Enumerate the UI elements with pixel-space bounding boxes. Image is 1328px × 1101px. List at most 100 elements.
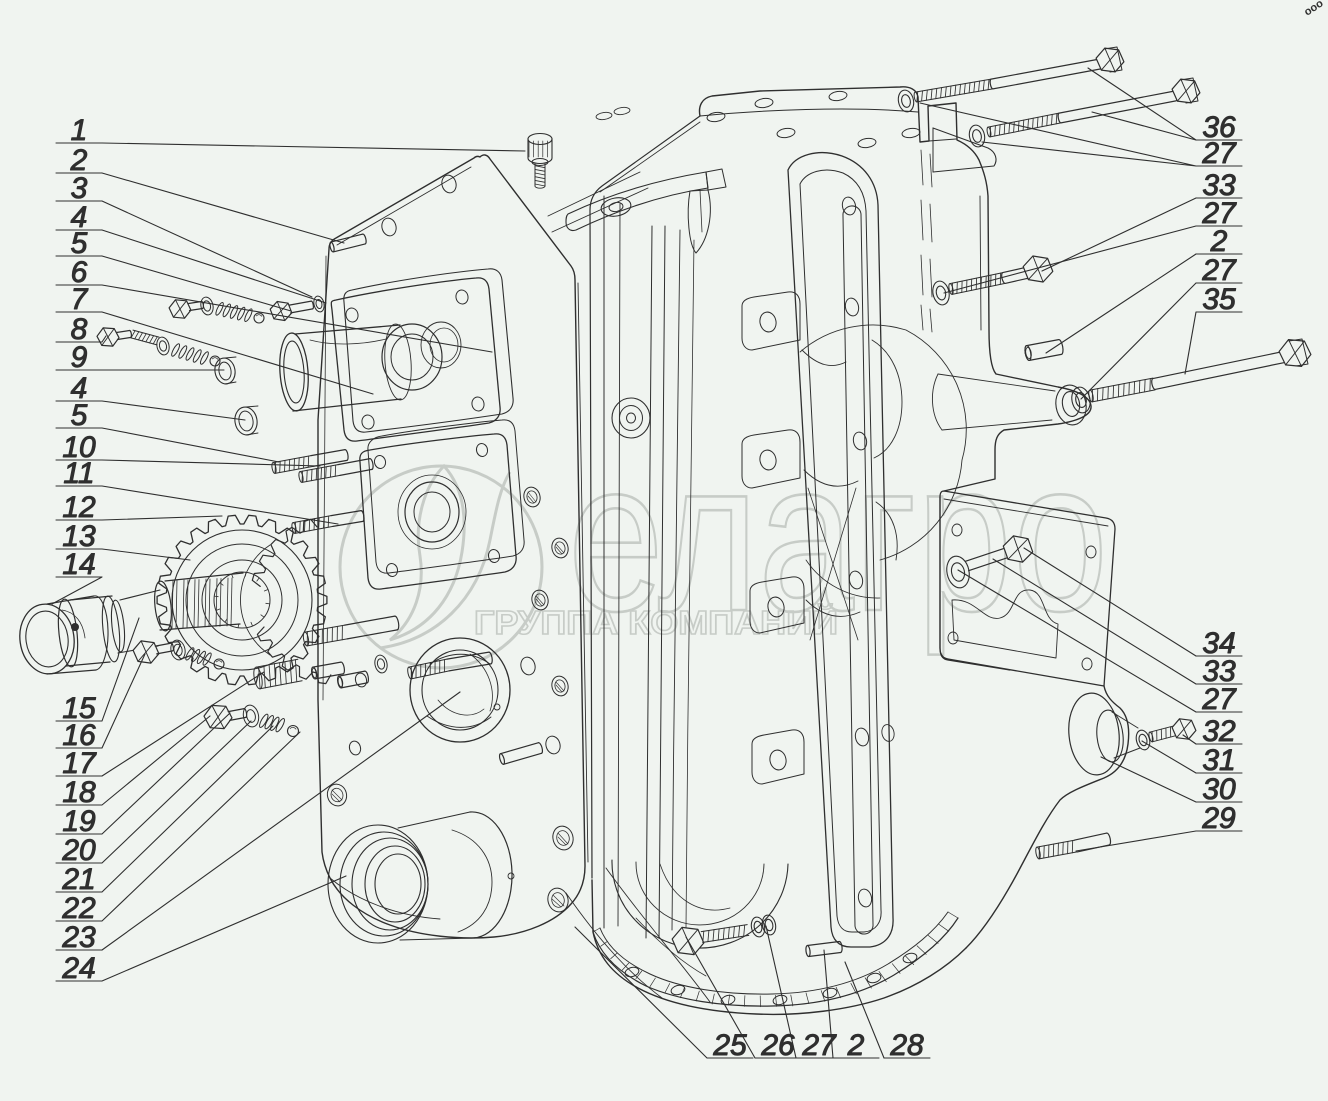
callout-leader-35 <box>1184 311 1243 375</box>
watermark: елагро ГРУППА КОМПАНИЙ <box>338 414 1109 670</box>
callout-leader-2 <box>55 172 345 244</box>
detent-assembly-18-22 <box>203 704 300 738</box>
callout-number-2: 2 <box>1210 225 1228 258</box>
drive-gear-12-13 <box>156 514 328 686</box>
screw-washer-group-3-4-5 <box>168 295 325 324</box>
callout-number-13: 13 <box>62 520 96 553</box>
corner-text-fragment: ооо <box>1302 0 1326 19</box>
callout-number-27: 27 <box>1201 683 1237 716</box>
callout-number-29: 29 <box>1201 802 1236 835</box>
callout-number-36: 36 <box>1202 111 1236 144</box>
bolt-33-washer-27 <box>932 255 1054 306</box>
callout-number-3: 3 <box>71 172 88 205</box>
bolts-36-washers-27 <box>897 46 1201 148</box>
callout-number-19: 19 <box>62 805 96 838</box>
callout-leader-36 <box>1087 67 1243 141</box>
callout-leader-24 <box>55 875 347 982</box>
callout-number-27: 27 <box>1201 137 1237 170</box>
bushings-4-5 <box>214 356 259 436</box>
stud-29 <box>1035 832 1112 860</box>
end-cup-14 <box>19 595 109 675</box>
watermark-logo-circle <box>338 464 544 670</box>
callout-number-12: 12 <box>62 491 96 524</box>
housing-casting <box>565 86 1130 1016</box>
callout-leader-11 <box>55 485 339 525</box>
bolt-35-washer-27 <box>1071 338 1312 414</box>
watermark-logo-leaf <box>389 463 466 642</box>
gear-shaft-assembly <box>240 518 332 685</box>
callout-number-28: 28 <box>889 1029 924 1062</box>
callout-number-5: 5 <box>71 227 88 260</box>
spacer-pin-2-right <box>1024 339 1064 361</box>
callout-leader-21 <box>55 725 274 893</box>
detent-assembly-16 <box>132 639 225 670</box>
callout-leader-23 <box>55 691 461 951</box>
boss-bracket-30 <box>1068 692 1141 776</box>
callout-leader-2 <box>1045 253 1243 354</box>
line-drawing <box>19 46 1312 1016</box>
callout-number-16: 16 <box>62 719 96 752</box>
callout-number-10: 10 <box>62 431 96 464</box>
callout-leader-25 <box>574 926 754 1059</box>
callout-leader-29 <box>1075 830 1243 852</box>
callout-leader-30 <box>1100 756 1243 803</box>
callout-leader-5 <box>55 427 280 463</box>
pin-2-bottom <box>805 940 843 958</box>
callout-leader-4 <box>55 229 327 304</box>
callout-number-7: 7 <box>71 283 89 316</box>
callout-leader-32 <box>1182 734 1243 745</box>
callout-leader-26 <box>685 936 802 1059</box>
callout-number-8: 8 <box>71 313 88 346</box>
callout-number-15: 15 <box>62 692 96 725</box>
callout-leader-33 <box>992 558 1243 685</box>
pad-bolt-34-washer-27 <box>946 535 1034 589</box>
callout-leader-14 <box>51 576 103 605</box>
studs-10-11 <box>271 449 400 647</box>
callout-number-14: 14 <box>62 548 95 581</box>
callout-number-1: 1 <box>71 114 88 147</box>
callout-leader-20 <box>55 720 252 864</box>
callout-leader-27 <box>943 225 1243 294</box>
callout-leader-19 <box>55 712 231 835</box>
breather-fitting-1 <box>527 132 553 189</box>
callout-leader-1 <box>55 142 526 152</box>
mid-flange-assembly <box>359 419 525 590</box>
callout-leader-27 <box>1080 282 1243 400</box>
callout-leader-27 <box>957 569 1243 713</box>
callout-number-27: 27 <box>1201 254 1237 287</box>
callout-leader-5 <box>55 255 292 312</box>
threaded-plug-17 <box>253 658 303 690</box>
upper-flange-assembly <box>279 268 514 442</box>
callout-leader-8 <box>55 335 107 343</box>
callout-number-9: 9 <box>71 341 88 374</box>
callout-number-33: 33 <box>1202 655 1236 688</box>
callout-leader-3 <box>55 200 313 298</box>
callout-leader-28 <box>844 961 931 1059</box>
callout-number-23: 23 <box>61 921 96 954</box>
callout-layer: 1234567894510111213141516171819202122232… <box>51 67 1243 1063</box>
callout-number-11: 11 <box>63 457 94 490</box>
callout-leader-10 <box>55 459 321 467</box>
splined-shaft-15 <box>57 572 244 668</box>
callout-number-4: 4 <box>71 201 88 234</box>
callout-leader-15 <box>55 617 140 722</box>
callout-number-35: 35 <box>1202 283 1236 316</box>
callout-number-30: 30 <box>1202 773 1236 806</box>
callout-number-31: 31 <box>1202 744 1235 777</box>
callout-leader-4 <box>55 400 246 421</box>
callout-leader-2 <box>823 949 880 1059</box>
callout-number-22: 22 <box>61 892 96 925</box>
callout-number-27: 27 <box>1201 197 1237 230</box>
callout-leader-33 <box>1041 197 1243 272</box>
callout-number-6: 6 <box>71 256 88 289</box>
output-seal-rings-24 <box>327 811 515 944</box>
callout-leader-17 <box>55 671 265 777</box>
callout-number-21: 21 <box>61 863 95 896</box>
callout-number-34: 34 <box>1202 627 1235 660</box>
bolt-32-washer-31 <box>1135 718 1197 751</box>
callout-leader-18 <box>55 715 211 806</box>
callout-number-18: 18 <box>62 776 96 809</box>
dowel-pin-2-top <box>329 233 367 253</box>
